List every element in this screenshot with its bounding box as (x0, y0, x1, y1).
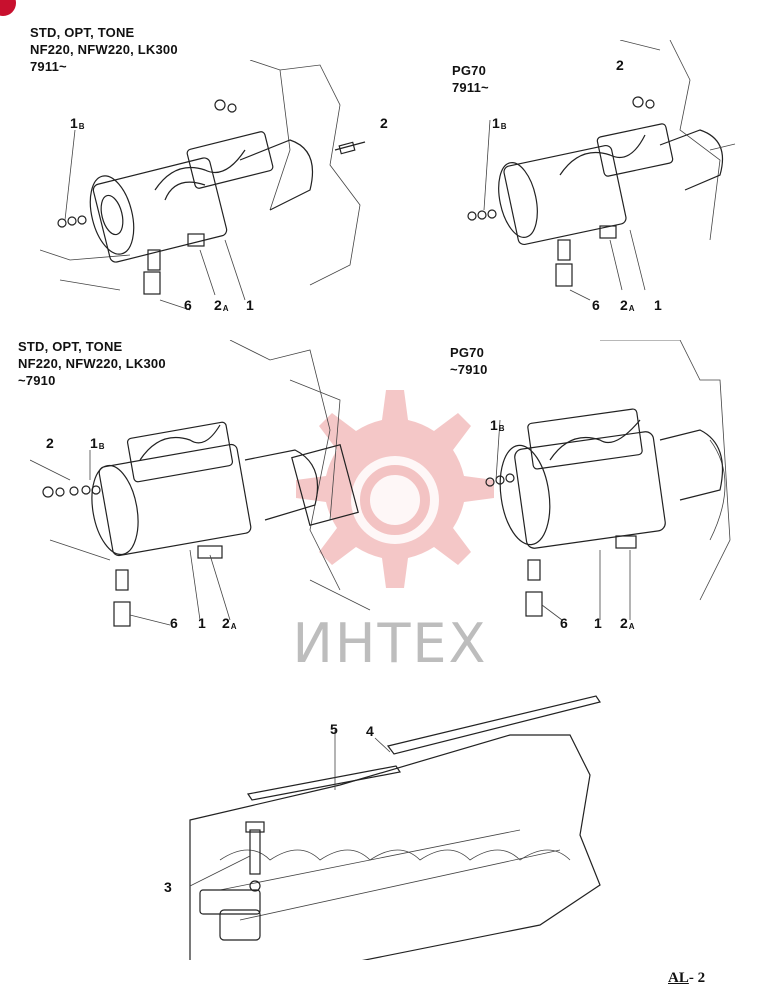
caption-top-right: PG70 7911~ (452, 62, 489, 96)
caption-line: PG70 (450, 345, 485, 360)
callout-number: 1 (594, 615, 602, 631)
callout-2a: 2A (222, 616, 237, 633)
page-code-prefix: AL (668, 970, 689, 986)
callout-number: 2 (620, 615, 628, 631)
corner-badge (0, 0, 16, 16)
callout-number: 2 (46, 435, 54, 451)
callout-1b: 1B (490, 418, 505, 435)
callout-1b: 1B (70, 116, 85, 133)
callout-number: 2 (620, 297, 628, 313)
caption-mid-left: STD, OPT, TONE NF220, NFW220, LK300 ~791… (18, 338, 166, 389)
callout-number: 6 (592, 297, 600, 313)
callout-6: 6 (592, 298, 600, 312)
callout-suffix: B (498, 424, 505, 433)
callout-number: 6 (184, 297, 192, 313)
callout-number: 6 (560, 615, 568, 631)
callout-2: 2 (616, 58, 624, 72)
starter-motor-drawing-top-left (40, 60, 380, 330)
callout-number: 3 (164, 879, 172, 895)
callout-6: 6 (184, 298, 192, 312)
caption-line: 7911~ (452, 80, 489, 95)
callout-1: 1 (198, 616, 206, 630)
caption-line: STD, OPT, TONE (30, 25, 135, 40)
callout-suffix: A (230, 622, 237, 631)
starter-motor-drawing-top-right (460, 40, 760, 320)
callout-number: 5 (330, 721, 338, 737)
callout-1b: 1B (90, 436, 105, 453)
callout-number: 2 (222, 615, 230, 631)
caption-top-left: STD, OPT, TONE NF220, NFW220, LK300 7911… (30, 24, 178, 75)
callout-5: 5 (330, 722, 338, 736)
callout-suffix: A (628, 304, 635, 313)
callout-2a: 2A (214, 298, 229, 315)
caption-line: ~7910 (18, 373, 56, 388)
page-code-suffix: - 2 (688, 970, 706, 986)
callout-number: 1 (90, 435, 98, 451)
caption-line: NF220, NFW220, LK300 (30, 42, 178, 57)
callout-number: 1 (198, 615, 206, 631)
callout-suffix: B (500, 122, 507, 131)
callout-1: 1 (246, 298, 254, 312)
watermark-text: ИНТЕХ (292, 612, 488, 675)
page-code: AL- 2 (668, 970, 705, 987)
callout-number: 1 (492, 115, 500, 131)
callout-2a: 2A (620, 616, 635, 633)
callout-suffix: B (98, 442, 105, 451)
callout-1b: 1B (492, 116, 507, 133)
callout-number: 1 (70, 115, 78, 131)
caption-line: ~7910 (450, 362, 488, 377)
callout-suffix: B (78, 122, 85, 131)
caption-line: 7911~ (30, 59, 67, 74)
callout-1: 1 (654, 298, 662, 312)
callout-number: 6 (170, 615, 178, 631)
callout-4: 4 (366, 724, 374, 738)
callout-number: 1 (654, 297, 662, 313)
caption-line: PG70 (452, 63, 487, 78)
callout-6: 6 (560, 616, 568, 630)
caption-line: NF220, NFW220, LK300 (18, 356, 166, 371)
callout-2: 2 (46, 436, 54, 450)
callout-suffix: A (222, 304, 229, 313)
engine-block-drawing-bottom (160, 690, 650, 960)
starter-motor-drawing-mid-left (30, 340, 400, 640)
caption-line: STD, OPT, TONE (18, 339, 123, 354)
callout-2: 2 (380, 116, 388, 130)
callout-number: 2 (616, 57, 624, 73)
callout-number: 4 (366, 723, 374, 739)
callout-suffix: A (628, 622, 635, 631)
callout-1: 1 (594, 616, 602, 630)
callout-number: 1 (246, 297, 254, 313)
starter-motor-drawing-mid-right (460, 340, 760, 640)
callout-6: 6 (170, 616, 178, 630)
callout-number: 1 (490, 417, 498, 433)
callout-2a: 2A (620, 298, 635, 315)
callout-number: 2 (214, 297, 222, 313)
callout-3: 3 (164, 880, 172, 894)
callout-number: 2 (380, 115, 388, 131)
caption-mid-right: PG70 ~7910 (450, 344, 488, 378)
